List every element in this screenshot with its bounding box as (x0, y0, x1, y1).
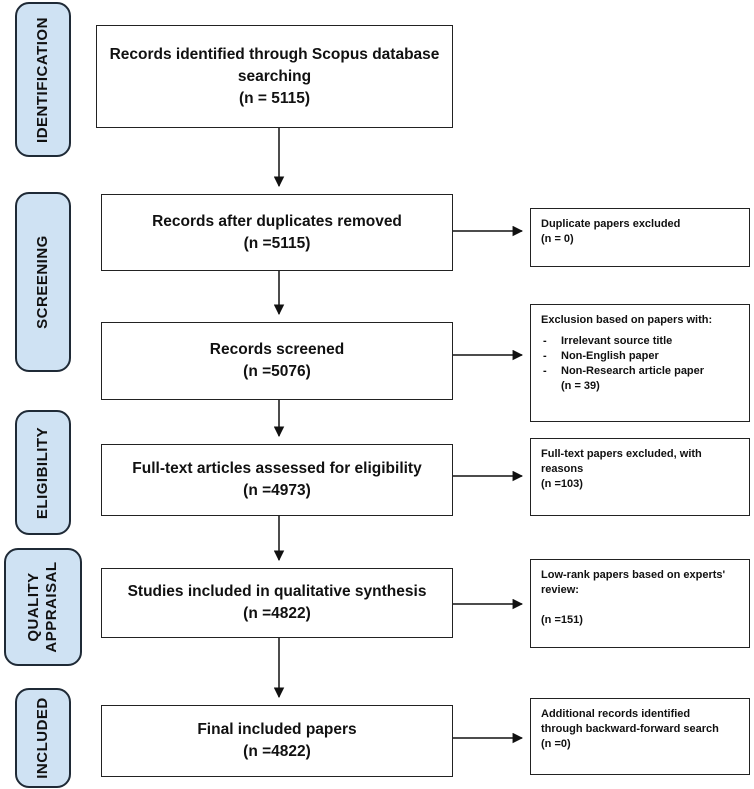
final-included-count: (n =4822) (243, 743, 311, 760)
phase-quality-appraisal: QUALITY APPRAISAL (4, 548, 82, 666)
fulltext-assessed-box: Full-text articles assessed for eligibil… (101, 444, 453, 516)
duplicates-removed-title: Records after duplicates removed (152, 212, 402, 230)
exclusion-item: Non-Research article paper (541, 364, 739, 379)
records-screened-box: Records screened (n =5076) (101, 322, 453, 400)
exclusion-criteria-box: Exclusion based on papers with: Irreleva… (530, 304, 750, 422)
records-identified-line1: Records identified through Scopus databa… (109, 45, 440, 63)
low-rank-count: (n =151) (541, 614, 583, 626)
duplicates-removed-box: Records after duplicates removed (n =511… (101, 194, 453, 271)
low-rank-line2: review: (541, 584, 579, 596)
exclusion-criteria-count: (n = 39) (561, 380, 600, 392)
additional-records-box: Additional records identified through ba… (530, 698, 750, 775)
records-identified-line2: searching (237, 67, 312, 85)
phase-eligibility: ELIGIBILITY (15, 410, 71, 535)
qualitative-synthesis-count: (n =4822) (243, 605, 311, 622)
additional-records-line2: through backward-forward search (541, 723, 719, 735)
duplicates-excluded-box: Duplicate papers excluded (n = 0) (530, 208, 750, 267)
phase-identification: IDENTIFICATION (15, 2, 71, 157)
phase-appraisal-label: APPRAISAL (43, 561, 60, 653)
additional-records-line1: Additional records identified (541, 708, 691, 720)
qualitative-synthesis-box: Studies included in qualitative synthesi… (101, 568, 453, 638)
duplicates-excluded-count: (n = 0) (541, 233, 574, 245)
phase-eligibility-label: ELIGIBILITY (34, 426, 51, 519)
records-screened-title: Records screened (209, 341, 345, 358)
fulltext-excluded-line2: reasons (541, 463, 584, 475)
records-screened-count: (n =5076) (243, 363, 311, 380)
exclusion-item: Irrelevant source title (541, 334, 739, 349)
exclusion-item: Non-English paper (541, 349, 739, 364)
records-identified-count: (n = 5115) (238, 89, 311, 107)
exclusion-criteria-title: Exclusion based on papers with: (541, 314, 713, 326)
fulltext-excluded-line1: Full-text papers excluded, with (541, 448, 702, 460)
phase-included: INCLUDED (15, 688, 71, 788)
phase-included-label: INCLUDED (34, 697, 51, 779)
phase-screening-label: SCREENING (34, 235, 51, 329)
phase-identification-label: IDENTIFICATION (34, 16, 51, 143)
qualitative-synthesis-title: Studies included in qualitative synthesi… (127, 583, 427, 600)
additional-records-count: (n =0) (541, 738, 571, 750)
final-included-box: Final included papers (n =4822) (101, 705, 453, 777)
duplicates-excluded-title: Duplicate papers excluded (541, 218, 681, 230)
exclusion-criteria-list: Irrelevant source title Non-English pape… (541, 334, 739, 379)
phase-quality-label: QUALITY (25, 572, 42, 642)
final-included-title: Final included papers (197, 721, 357, 738)
fulltext-assessed-title: Full-text articles assessed for eligibil… (132, 460, 422, 477)
low-rank-papers-box: Low-rank papers based on experts' review… (530, 559, 750, 648)
phase-screening: SCREENING (15, 192, 71, 372)
records-identified-box: Records identified through Scopus databa… (96, 25, 453, 128)
fulltext-excluded-box: Full-text papers excluded, with reasons … (530, 438, 750, 516)
duplicates-removed-count: (n =5115) (243, 234, 311, 252)
fulltext-excluded-count: (n =103) (541, 478, 583, 490)
fulltext-assessed-count: (n =4973) (243, 482, 311, 499)
low-rank-line1: Low-rank papers based on experts' (541, 569, 726, 581)
